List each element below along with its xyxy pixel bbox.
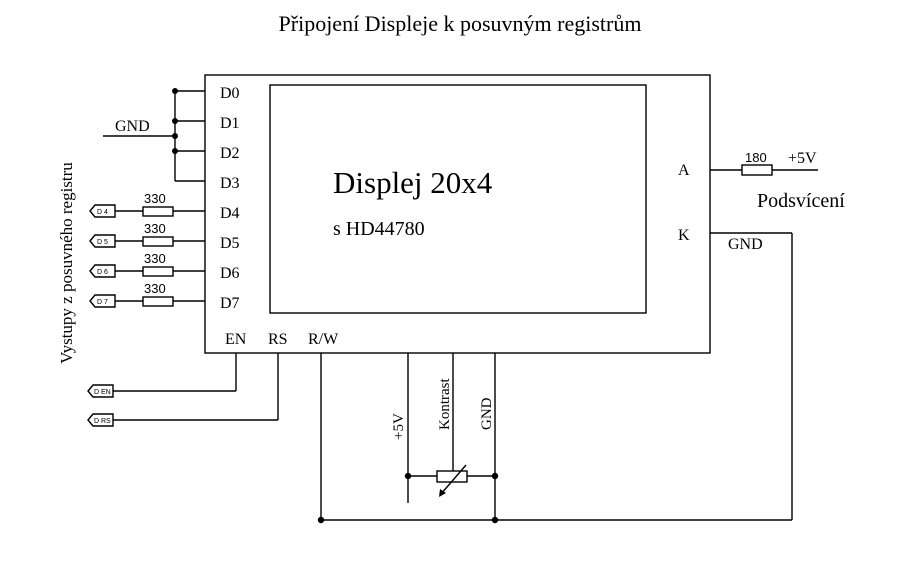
pin-label-d4: D4 [220, 205, 240, 222]
resistor-d6-value: 330 [144, 251, 166, 266]
resistor-d5-value: 330 [144, 221, 166, 236]
diagram-title: Připojení Displeje k posuvným registrům [279, 11, 642, 36]
data-line-d5 [89, 234, 205, 248]
pin-label-k: K [678, 227, 690, 244]
backlight-anode-line [710, 164, 818, 176]
pin-label-rs: RS [268, 331, 288, 348]
gnd-bus-d0-d3 [103, 88, 205, 182]
plus5v-backlight-label: +5V [788, 150, 817, 167]
pin-label-d7: D7 [220, 295, 240, 312]
connector-d6: D 6 [97, 269, 108, 276]
register-outputs-label: Vystupy z posuvného registru [57, 162, 76, 364]
connector-rs: D RS [94, 418, 111, 425]
pin-label-a: A [678, 162, 690, 179]
contrast-potentiometer [404, 353, 499, 503]
pin-label-d3: D3 [220, 175, 240, 192]
pin-label-d0: D0 [220, 85, 240, 102]
display-controller: s HD44780 [333, 218, 425, 240]
en-line [87, 353, 237, 398]
pin-label-rw: R/W [308, 331, 339, 348]
pin-label-d2: D2 [220, 145, 240, 162]
backlight-label: Podsvícení [757, 190, 845, 212]
pin-label-en: EN [225, 331, 247, 348]
connector-en: D EN [94, 389, 111, 396]
data-line-d7 [89, 294, 205, 308]
pin-label-d6: D6 [220, 265, 240, 282]
display-name: Displej 20x4 [333, 165, 493, 200]
data-line-d4 [89, 204, 205, 218]
kontrast-label: Kontrast [437, 378, 453, 430]
resistor-d4-value: 330 [144, 191, 166, 206]
resistor-backlight-value: 180 [745, 150, 767, 165]
connector-d4: D 4 [97, 209, 108, 216]
connector-d5: D 5 [97, 239, 108, 246]
gnd-label-data: GND [115, 118, 150, 135]
rs-line [87, 353, 279, 427]
display-screen [269, 84, 647, 314]
connector-d7: D 7 [97, 299, 108, 306]
plus5v-contrast-label: +5V [391, 413, 407, 440]
data-line-d6 [89, 264, 205, 278]
gnd-k-label: GND [728, 236, 763, 253]
pin-label-d1: D1 [220, 115, 240, 132]
gnd-contrast-label: GND [479, 397, 495, 430]
pin-label-d5: D5 [220, 235, 240, 252]
resistor-d7-value: 330 [144, 281, 166, 296]
ground-network [317, 232, 793, 524]
